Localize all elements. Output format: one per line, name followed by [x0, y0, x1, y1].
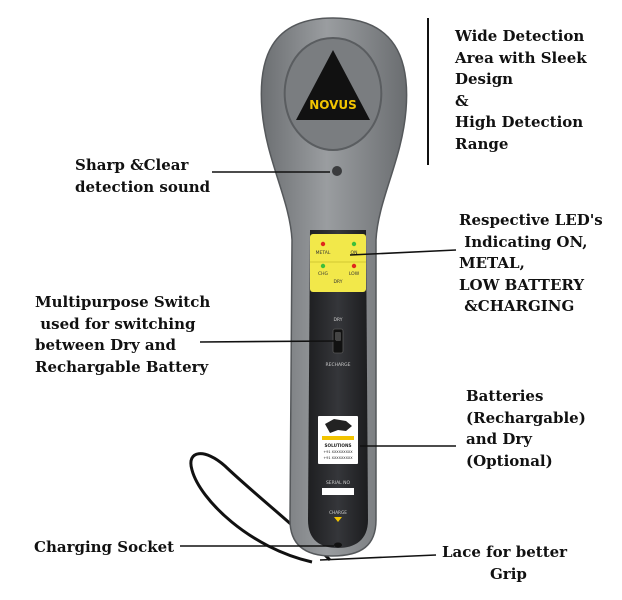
callout-line: High Detection	[455, 113, 584, 131]
charge-arrow-icon	[334, 517, 342, 522]
charge-socket-label: CHARGE	[329, 510, 347, 515]
callout-line: Area with Sleek	[455, 48, 587, 67]
callout-line: Multipurpose Switch	[35, 293, 211, 311]
callout-line: (Rechargable)	[466, 408, 586, 427]
callout-line: and Dry	[466, 430, 532, 448]
callout-wide-detection: Wide Detection Area with Sleek Design & …	[455, 26, 587, 155]
callout-line: Sharp &Clear	[75, 156, 189, 174]
led-metal-label: METAL	[316, 250, 331, 256]
sticker-phone-2: +91 XXXXXXXXX	[323, 456, 353, 460]
serial-label: SERIAL NO	[326, 480, 351, 486]
callout-line: used for switching	[35, 314, 196, 333]
brand-logo: NOVUS	[309, 98, 357, 112]
callout-charging-socket: Charging Socket	[34, 537, 174, 559]
led-chg-label: CHG	[318, 271, 329, 277]
callout-line: (Optional)	[466, 451, 553, 470]
led-on	[351, 241, 357, 247]
led-low-label: LOW	[349, 271, 360, 277]
callout-line: METAL,	[459, 254, 525, 272]
callout-switch: Multipurpose Switch used for switching b…	[35, 292, 210, 378]
led-metal	[320, 241, 326, 247]
led-on-label: ON	[351, 250, 358, 256]
leader-led	[349, 249, 457, 256]
callout-line: Range	[455, 134, 509, 153]
callout-leds: Respective LED's Indicating ON, METAL, L…	[459, 210, 603, 318]
callout-line: Grip	[490, 564, 527, 583]
charging-socket[interactable]	[334, 542, 342, 548]
callout-line: Indicating ON,	[459, 232, 588, 251]
callout-line: Charging Socket	[34, 538, 175, 556]
callout-line: Batteries	[466, 387, 544, 405]
led-chg	[320, 263, 326, 269]
led-dry-label: DRY	[333, 279, 342, 285]
callout-line: between Dry and	[35, 336, 177, 354]
led-panel	[310, 234, 366, 292]
led-low	[351, 263, 357, 269]
sticker-phone-1: +91 XXXXXXXXX	[323, 450, 353, 454]
leader-lace	[319, 554, 437, 561]
callout-detection-sound: Sharp &Clear detection sound	[75, 155, 210, 198]
callout-line: detection sound	[75, 177, 211, 196]
callout-line: Rechargable Battery	[35, 357, 209, 376]
callout-line: Design	[455, 70, 514, 88]
callout-line: Lace for better	[442, 543, 568, 561]
callout-line: LOW BATTERY	[459, 275, 585, 294]
lace-loop	[189, 452, 332, 564]
detector-handle	[308, 230, 368, 548]
company-emblem-icon	[325, 419, 352, 433]
brand-triangle	[296, 50, 370, 120]
callout-batteries: Batteries (Rechargable) and Dry (Optiona…	[466, 386, 586, 472]
switch-recharge-label: RECHARGE	[325, 362, 350, 368]
sticker-company: SOLUTIONS	[325, 443, 352, 448]
callout-lace: Lace for better Grip	[442, 542, 567, 585]
speaker-hole	[332, 166, 342, 176]
callout-line: Wide Detection	[455, 27, 585, 45]
callout-line: Respective LED's	[459, 211, 603, 229]
callout-line: &CHARGING	[459, 297, 575, 315]
switch-dry-label: DRY	[333, 317, 342, 323]
serial-plate	[322, 488, 354, 495]
leader-switch	[199, 340, 337, 343]
callout-line: &	[455, 91, 469, 110]
